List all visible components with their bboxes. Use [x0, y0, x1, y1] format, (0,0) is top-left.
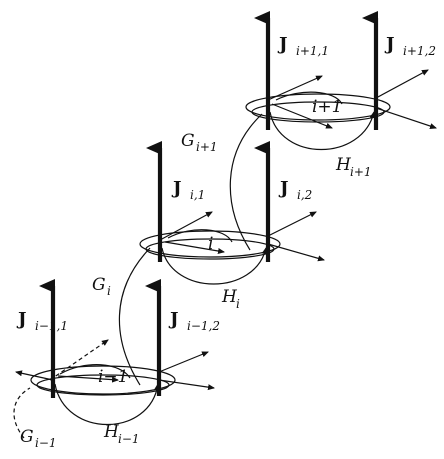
spin-sub-lower-1: i−1,1: [35, 319, 68, 333]
hamiltonian-label-upper: H: [335, 155, 352, 175]
thin-arrow-upper-d: [375, 107, 437, 129]
hamiltonian-label-middle: H: [221, 287, 238, 307]
hamiltonian-sub-middle: i: [236, 297, 240, 311]
thin-arrow-lower-b: [158, 351, 209, 373]
spin-sub-lower-2: i−1,2: [187, 319, 220, 333]
spin-label-lower-1: J: [16, 309, 27, 330]
coupling-label-middle: G: [92, 275, 106, 295]
dash-arrow-lower: [49, 339, 109, 381]
node-upper: i+1 J i+1,1 J i+1,2 H i+1 G i+1: [181, 11, 437, 179]
disk-lower-outer: [30, 365, 176, 395]
inner-arc-middle: [167, 229, 233, 243]
coupling-sub-upper: i+1: [196, 140, 218, 154]
thin-arrow-lower-c: [158, 379, 215, 391]
hamiltonian-arc-upper: [269, 111, 376, 151]
thin-arrow-middle-a: [159, 211, 213, 241]
spin-sub-upper-2: i+1,2: [403, 44, 436, 58]
disk-middle-inner: [145, 238, 275, 260]
coupling-curve-G-upper: [229, 113, 263, 251]
thin-arrow-upper-b: [271, 103, 333, 129]
thin-arrow-middle-b: [164, 241, 225, 254]
thin-arrow-middle-d: [267, 243, 325, 262]
thin-arrow-upper-a: [267, 75, 323, 101]
spin-sub-middle-2: i,2: [297, 188, 312, 202]
coupling-curve-G-middle: [118, 247, 151, 386]
inner-arc-lower: [59, 364, 131, 379]
spin-label-middle-1: J: [171, 178, 182, 199]
thin-arrow-lower-a: [57, 375, 119, 383]
spin-label-upper-2: J: [384, 34, 395, 55]
node-label-middle: i: [208, 234, 213, 254]
node-label-lower: i−1: [98, 367, 129, 387]
hamiltonian-sub-upper: i+1: [350, 165, 372, 179]
coupling-sub-middle: i: [107, 284, 111, 298]
spin-sub-middle-1: i,1: [190, 188, 205, 202]
hamiltonian-arc-lower: [54, 383, 161, 426]
spin-label-upper-1: J: [277, 34, 288, 55]
coupling-sub-lower: i−1: [35, 436, 57, 450]
thin-arrow-lower-d: [15, 370, 54, 381]
spin-sub-upper-1: i+1,1: [296, 44, 329, 58]
coupling-label-upper: G: [181, 131, 195, 151]
spin-label-lower-2: J: [168, 309, 179, 330]
disk-lower-inner: [36, 374, 170, 396]
inner-arc-upper: [275, 91, 343, 105]
hamiltonian-arc-middle: [161, 247, 268, 285]
spin-label-middle-2: J: [278, 178, 289, 199]
node-middle: i J i,1 J i,2 H i G i: [92, 141, 325, 311]
disk-upper-outer: [245, 93, 391, 121]
node-lower: i−1 J i−1,1 J i−1,2 H i−1 G i−1: [13, 279, 220, 450]
coupling-curve-G-lower: [13, 387, 31, 439]
thin-arrow-upper-c: [375, 69, 429, 99]
coupling-label-lower: G: [20, 427, 34, 447]
node-label-upper: i+1: [312, 97, 343, 117]
hamiltonian-label-lower: H: [103, 422, 120, 442]
hamiltonian-sub-lower: i−1: [118, 432, 140, 446]
thin-arrow-middle-c: [267, 211, 317, 237]
disk-middle-outer: [139, 230, 281, 258]
